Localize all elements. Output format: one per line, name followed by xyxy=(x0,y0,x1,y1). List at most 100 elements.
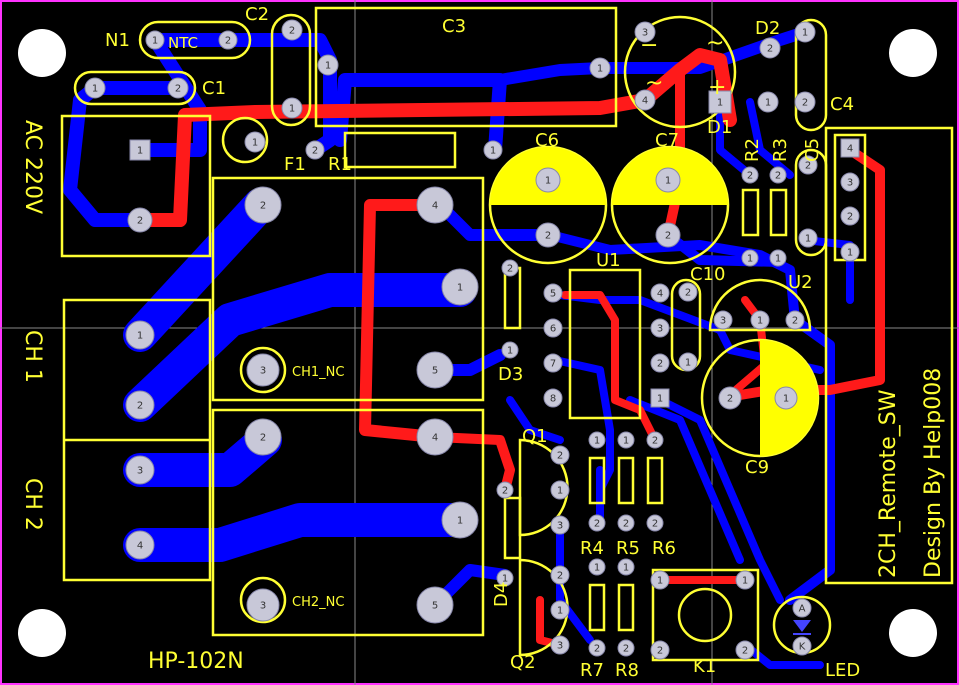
pad-number: 2 xyxy=(594,644,600,655)
pad-number: 2 xyxy=(775,171,781,182)
label-c2: C2 xyxy=(245,4,269,25)
pad-number: 7 xyxy=(550,359,556,370)
pad-number: 2 xyxy=(767,44,773,55)
pad-number: 1 xyxy=(507,346,513,357)
pad xyxy=(416,418,454,456)
label-d3: D3 xyxy=(498,364,523,385)
label-f1: F1 xyxy=(284,154,306,175)
pad xyxy=(246,353,280,387)
pad xyxy=(646,514,664,532)
mounting-holes xyxy=(18,29,937,657)
pad-number: 2 xyxy=(260,201,266,212)
pad-number: 2 xyxy=(657,646,663,657)
polarity-tilde-1: ~ xyxy=(706,31,724,56)
pad-number: 2 xyxy=(652,436,658,447)
pad xyxy=(678,282,698,302)
pad xyxy=(794,91,816,113)
pad xyxy=(145,30,165,50)
pad xyxy=(792,636,812,656)
pad-number: 2 xyxy=(623,519,629,530)
pad xyxy=(617,514,635,532)
pad xyxy=(550,515,570,535)
pad-number: 2 xyxy=(502,486,508,497)
pad xyxy=(550,600,570,620)
pad xyxy=(543,283,563,303)
label-ac-220v: AC 220V xyxy=(20,120,45,214)
pad xyxy=(588,639,606,657)
pad-number: 4 xyxy=(432,433,438,444)
pad-number: 1 xyxy=(92,84,98,95)
pad-number: 1 xyxy=(805,234,811,245)
pad-number: 2 xyxy=(594,519,600,530)
pad-number: 2 xyxy=(805,161,811,172)
pad xyxy=(840,138,860,158)
pad xyxy=(634,21,656,43)
pad xyxy=(798,155,818,175)
pad xyxy=(774,386,798,410)
label-led: LED xyxy=(825,660,860,681)
label-r1: R1 xyxy=(328,154,352,175)
pad xyxy=(588,431,606,449)
label-d2: D2 xyxy=(755,18,780,39)
pad xyxy=(646,431,664,449)
pad xyxy=(588,558,606,576)
pad xyxy=(125,320,155,350)
pad xyxy=(741,249,759,267)
pad-number: 2 xyxy=(802,98,808,109)
label-ntc: NTC xyxy=(168,34,198,52)
label-d4: D4 xyxy=(491,582,512,607)
pad-number: 3 xyxy=(557,641,563,652)
pad xyxy=(281,97,303,119)
pad-number: 6 xyxy=(550,324,556,335)
pad-number: 1 xyxy=(623,563,629,574)
pad-number: 1 xyxy=(717,98,723,109)
pad xyxy=(769,166,787,184)
pad xyxy=(218,30,238,50)
pad xyxy=(617,558,635,576)
pad-number: 2 xyxy=(312,146,318,157)
pad-number: 1 xyxy=(623,436,629,447)
pad-number: 1 xyxy=(657,394,663,405)
pad-number: 2 xyxy=(557,571,563,582)
pad-number: 3 xyxy=(137,466,143,477)
label-r5: R5 xyxy=(616,538,640,559)
pad xyxy=(634,89,656,111)
pad xyxy=(713,310,733,330)
pad xyxy=(129,139,151,161)
label-q1: Q1 xyxy=(522,426,548,447)
pad-number: 2 xyxy=(652,519,658,530)
pad-number: 1 xyxy=(325,61,331,72)
label-c9: C9 xyxy=(745,457,769,478)
pad-number: 2 xyxy=(137,216,143,227)
pad-number: 1 xyxy=(597,64,603,75)
pad-number: 2 xyxy=(289,26,295,37)
pad-number: 1 xyxy=(152,36,158,47)
label-r6: R6 xyxy=(652,538,676,559)
title-line-1: 2CH_Remote_SW xyxy=(876,389,901,578)
pad-number: 2 xyxy=(792,316,798,327)
pad xyxy=(244,131,266,153)
pad xyxy=(650,353,670,373)
pad xyxy=(550,480,570,500)
pad-number: 2 xyxy=(657,359,663,370)
pad-number: 4 xyxy=(432,201,438,212)
pad xyxy=(244,418,282,456)
pad xyxy=(496,481,514,499)
pad xyxy=(244,186,282,224)
pad-number: 1 xyxy=(847,248,853,259)
pad-number: 1 xyxy=(765,98,771,109)
pad-number: 2 xyxy=(623,644,629,655)
pad-number: 1 xyxy=(137,146,143,157)
pad xyxy=(650,283,670,303)
pad xyxy=(501,341,519,359)
pad-number: 2 xyxy=(557,451,563,462)
pad-number: 2 xyxy=(685,288,691,299)
pad xyxy=(543,353,563,373)
pad-number: 2 xyxy=(847,212,853,223)
label-ch1: CH 1 xyxy=(20,330,45,383)
pad xyxy=(617,431,635,449)
pad-number: 5 xyxy=(432,601,438,612)
pad-number: 1 xyxy=(557,486,563,497)
pad xyxy=(127,207,153,233)
pad xyxy=(794,21,816,43)
